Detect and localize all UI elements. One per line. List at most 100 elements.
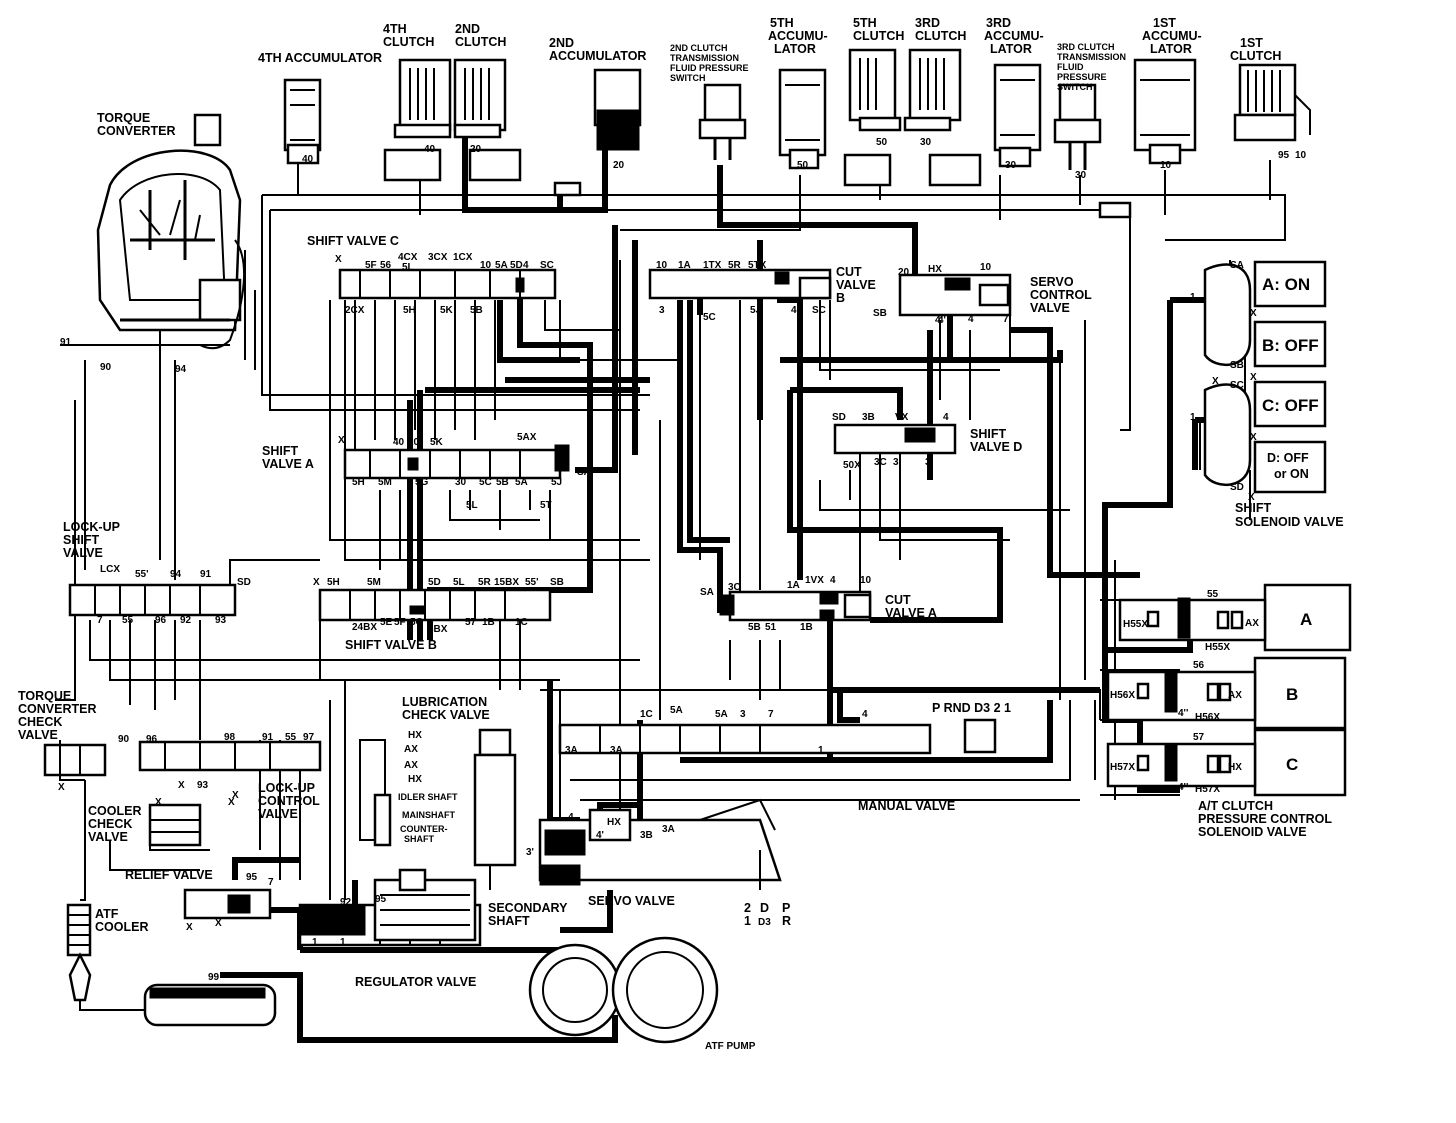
port-label: 5B [748,622,761,633]
port-label: 92 [180,615,192,626]
port-label: 55 [1207,589,1219,600]
port-label: 5C [479,477,492,488]
manual-valve [558,718,997,755]
port-label: ACCUMULATOR [549,49,646,63]
port-label: VALVE A [262,457,314,471]
port-label: 3B [862,412,875,423]
port-label: 50X [843,460,861,471]
port-label: 99 [208,972,220,983]
port-label: 5J [551,477,562,488]
port-labels: X 5F 56 4CX 5L 3CX 1CX 10 5A 5D 4 SC 2CX… [58,137,1307,983]
port-label: LATOR [990,42,1032,56]
label-countershaft: COUNTER- [400,824,448,834]
port-label: 55' [135,569,149,580]
pcs-labels: A B C H55X H56X H57X H55X H56X H57X 55 5… [1110,589,1312,795]
label-lock-up-shift-valve: LOCK-UP [63,520,120,534]
port-label: H56X [1195,712,1220,723]
port-label: P [782,901,790,915]
port-label: 20 [470,144,482,155]
solenoid-d-box [1253,440,1327,494]
port-label: SA [700,587,714,598]
port-label: SA [1230,260,1244,271]
port-label: CLUTCH [383,35,434,49]
pressure-control-solenoids [1106,583,1352,797]
servo-valve [538,798,782,890]
port-label: 55' [525,577,539,588]
port-label: 5H [403,305,416,316]
port-label: 20 [613,160,625,171]
port-label: 1 [1190,292,1196,303]
accumulator-3rd [993,63,1042,168]
port-label: 93 [197,780,209,791]
shift-solenoid-valves [1203,260,1327,494]
atf-pump [528,936,719,1044]
label-clutch4: 4TH [383,22,407,36]
label-clutch2: 2ND [455,22,480,36]
port-label: FLUID [1057,62,1084,72]
pressure-switch-3rd [1053,83,1102,170]
port-label: 5K [430,437,444,448]
port-label: X [1248,492,1255,503]
clutch-4th [383,58,452,182]
port-label: 5C [703,312,716,323]
port-label: 5G [415,477,429,488]
label-pressure-control-solenoid-valve: A/T CLUTCH [1198,799,1273,813]
port-label: 4 [968,314,974,325]
port-label: AX [404,744,418,755]
port-label: 3' [526,847,534,858]
port-label: 4' [935,315,943,326]
solenoid-c-box [1253,380,1327,428]
port-label: 24BX [352,622,377,633]
port-label: SD [1230,482,1244,493]
port-label: 5L [453,577,465,588]
torque-converter [96,113,256,370]
torque-converter-check-valve [43,743,107,777]
pcs-a-label: A [1300,610,1312,629]
port-label: 5G [410,617,424,628]
port-label: 20 [898,267,910,278]
port-label: 3 [659,305,665,316]
port-label: 1 [818,745,824,756]
port-label: 1 [340,937,346,948]
port-label: 30 [455,477,467,488]
label-torque-converter: TORQUE [97,111,150,125]
port-label: 10 [480,260,492,271]
port-label: 5K [440,305,454,316]
port-label: 5B [496,477,509,488]
port-label: 51 [765,622,777,633]
port-label: 1A [787,580,800,591]
port-label: SC [812,305,826,316]
port-label: SB [873,308,887,319]
port-label: 3C [874,457,887,468]
label-acc3: 3RD [986,16,1011,30]
label-secondary-shaft: SECONDARY [488,901,568,915]
port-label: SC [1230,380,1244,391]
port-label: SHAFT [404,834,434,844]
port-label: CONTROL [1030,288,1092,302]
port-label: 20 [408,437,420,448]
port-label: COOLER [95,920,148,934]
shift-valve-a [343,444,570,480]
port-label: X [313,577,320,588]
port-label: ACCUMU- [984,29,1044,43]
label-sw3: 3RD CLUTCH [1057,42,1115,52]
port-label: 90 [100,362,112,373]
port-label: 3A [565,745,578,756]
port-label: 5TX [748,260,767,271]
port-label: X [58,782,65,793]
port-label: D [760,901,769,915]
port-label: HX [928,264,942,275]
port-label: CONVERTER [18,702,96,716]
port-label: 1B [800,622,813,633]
port-label: CHECK VALVE [402,708,490,722]
label-manual-valve: MANUAL VALVE [858,799,955,813]
label-acc2: 2ND [549,36,574,50]
port-label: 2 [744,901,751,915]
port-label: CLUTCH [1230,49,1281,63]
port-label: 91 [60,337,72,348]
port-label: 3C [728,582,741,593]
port-label: X [178,780,185,791]
port-label: 3A [662,824,675,835]
port-label: 57 [465,617,477,628]
port-label: VALVE [18,728,58,742]
